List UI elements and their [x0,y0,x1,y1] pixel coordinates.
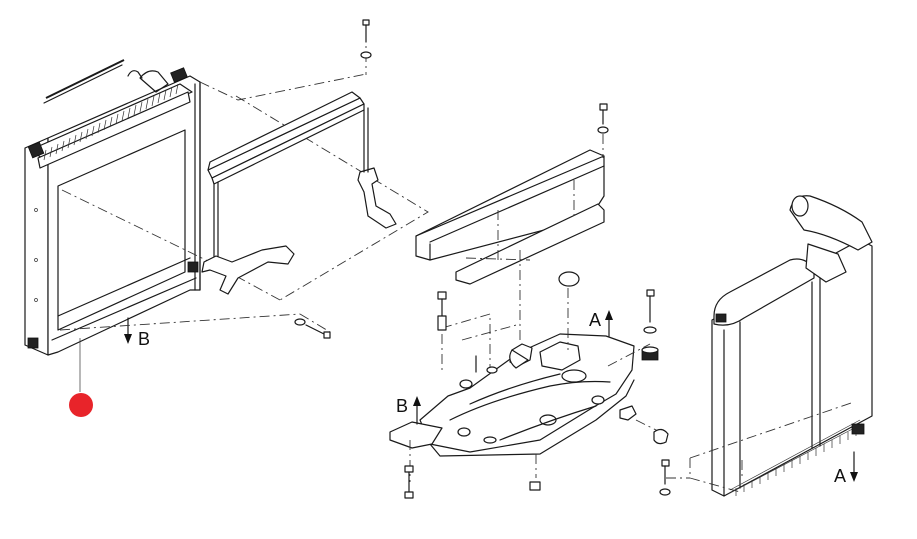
intercooler-top-tank [713,258,815,326]
intercooler-assembly [711,195,873,497]
stud-bolts-center [437,291,529,389]
radiator-top-tank [27,67,193,169]
radiator-mount-holes [27,208,199,349]
leader-lines-right [666,401,855,493]
arrow-label-a-right: A [834,466,846,486]
seal-strip [43,59,125,104]
radiator-assembly: B [24,59,201,417]
arrow-label-a-center: A [589,310,601,330]
arrow-b-left: B [124,317,150,349]
leader-lines-center [409,250,661,482]
arrow-label-b-center: B [396,396,408,416]
arrow-b-center: B [396,396,421,425]
red-marker-dot [69,393,93,417]
right-hanging-bracket [357,167,397,229]
bottom-bolts-center [404,465,541,499]
mount-bolts-right [641,289,669,445]
gasket-ring [558,271,580,287]
radiator-core [57,129,186,331]
top-bolt-left [360,19,372,59]
upper-mounting-rail [201,91,397,295]
arrow-label-b-left: B [138,329,150,349]
tray-left-tab [389,421,443,449]
top-bolt-center [597,103,609,158]
lower-left-bracket [201,245,295,295]
center-underbody-tray [389,333,637,457]
center-rail-assembly [415,149,605,285]
radiator-side-tank [24,137,49,356]
bolt-right [659,459,671,496]
bolt-lower-left [294,318,331,339]
tray-right-tab [619,405,637,421]
arrow-a-center: A [589,310,613,337]
arrow-a-right: A [834,451,858,486]
